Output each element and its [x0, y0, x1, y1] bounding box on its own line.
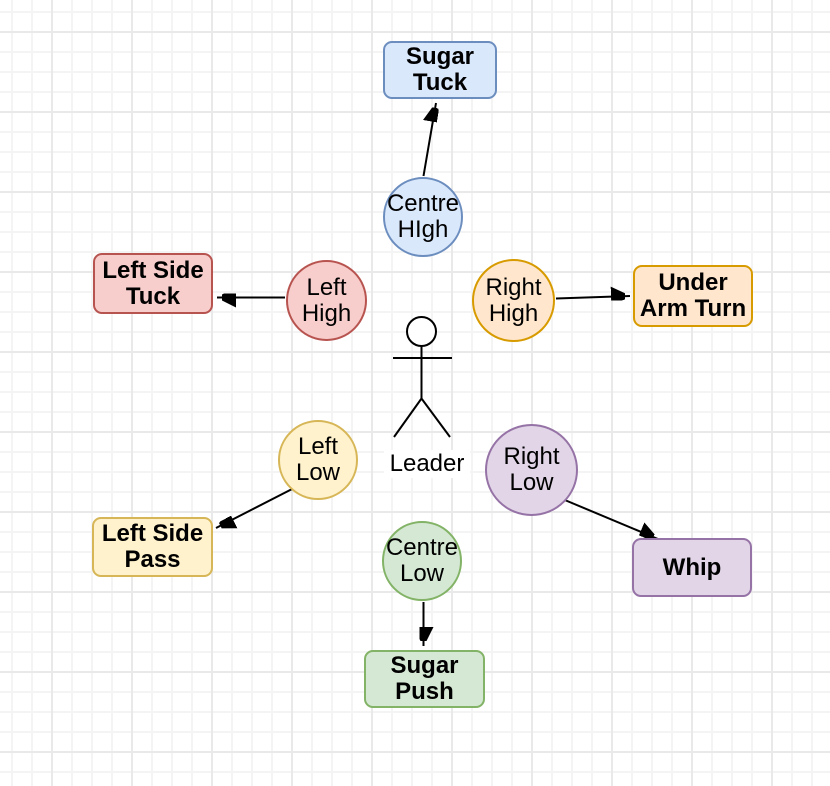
edge-right-high-to-under-arm-turn[interactable]	[555, 296, 631, 299]
node-left-side-pass-label: Left Side Pass	[101, 520, 204, 573]
node-right-low-label: Right Low	[503, 443, 560, 496]
actor-head	[406, 316, 437, 347]
node-left-side-tuck-label: Left Side Tuck	[102, 256, 204, 310]
node-sugar-push[interactable]: Sugar Push	[364, 650, 485, 708]
edge-right-low-to-whip[interactable]	[559, 497, 659, 539]
node-right-high[interactable]: Right High	[472, 259, 555, 342]
node-left-side-pass[interactable]: Left Side Pass	[92, 517, 213, 577]
node-left-side-tuck[interactable]: Left Side Tuck	[93, 253, 213, 314]
node-right-high-label: Right High	[485, 273, 542, 327]
edge-left-low-to-left-side-pass[interactable]	[215, 486, 297, 529]
node-whip[interactable]: Whip	[632, 538, 752, 597]
node-left-high[interactable]: Left High	[286, 260, 367, 341]
node-whip-label: Whip	[662, 553, 722, 581]
node-centre-high-label: Centre HIgh	[386, 190, 460, 243]
node-left-low[interactable]: Left Low	[278, 420, 358, 500]
actor-right-leg	[420, 397, 451, 438]
edge-centre-high-to-sugar-tuck[interactable]	[422, 102, 437, 177]
node-left-high-label: Left High	[301, 273, 352, 327]
node-left-low-label: Left Low	[295, 433, 341, 486]
node-sugar-tuck-label: Sugar Tuck	[405, 43, 474, 96]
leader-label: Leader	[384, 450, 470, 478]
node-centre-high[interactable]: Centre HIgh	[383, 177, 463, 257]
node-centre-low[interactable]: Centre Low	[382, 521, 462, 601]
node-sugar-tuck[interactable]: Sugar Tuck	[383, 41, 497, 99]
leader-actor-figure[interactable]	[393, 316, 452, 438]
node-under-arm-turn-label: Under Arm Turn	[639, 269, 747, 322]
node-right-low[interactable]: Right Low	[485, 424, 578, 516]
node-sugar-push-label: Sugar Push	[390, 652, 459, 705]
node-centre-low-label: Centre Low	[385, 534, 459, 587]
node-under-arm-turn[interactable]: Under Arm Turn	[633, 265, 753, 327]
actor-left-leg	[393, 397, 423, 438]
